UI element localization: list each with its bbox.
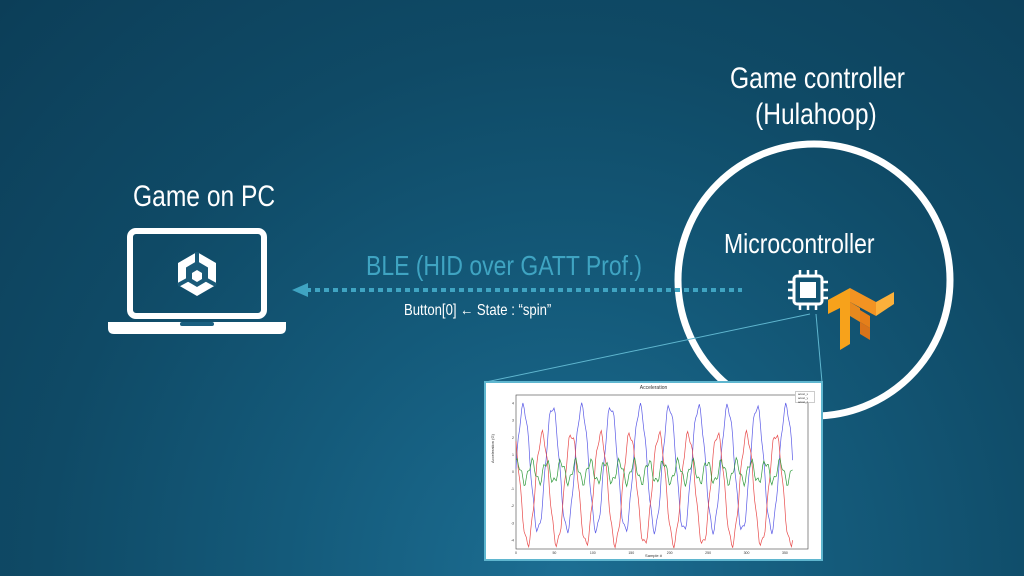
chart-frame bbox=[515, 394, 809, 550]
y-tick-label: -1 bbox=[511, 487, 514, 491]
x-tick-label: 100 bbox=[590, 551, 596, 555]
chart-title: Acceleration bbox=[639, 385, 668, 391]
legend-entry: accel_x bbox=[798, 392, 809, 396]
y-tick-label: -4 bbox=[511, 538, 514, 542]
series-line-accel_y bbox=[515, 428, 793, 549]
y-tick-label: 4 bbox=[512, 402, 514, 406]
x-tick-label: 0 bbox=[515, 551, 517, 555]
zoom-callout-lines bbox=[485, 313, 823, 383]
y-tick-label: 2 bbox=[512, 436, 514, 440]
series-line-accel_x bbox=[515, 402, 793, 535]
y-tick-label: 3 bbox=[512, 419, 514, 423]
y-tick-label: -3 bbox=[511, 521, 514, 525]
chip-icon bbox=[788, 270, 828, 310]
x-tick-label: 250 bbox=[705, 551, 711, 555]
y-tick-label: 1 bbox=[512, 453, 514, 457]
x-tick-label: 50 bbox=[552, 551, 556, 555]
x-tick-label: 200 bbox=[667, 551, 673, 555]
unity-logo-icon bbox=[177, 252, 217, 296]
microcontroller-label: Microcontroller bbox=[724, 228, 875, 259]
laptop-icon bbox=[108, 228, 286, 334]
acceleration-chart: Acceleration Acceleration (G) Sample # 0… bbox=[484, 381, 823, 561]
y-tick-label: -2 bbox=[511, 504, 514, 508]
y-tick-label: 0 bbox=[512, 470, 514, 474]
chart-x-label: Sample # bbox=[645, 553, 662, 558]
x-tick-label: 300 bbox=[744, 551, 750, 555]
ble-arrow bbox=[292, 283, 742, 297]
x-tick-label: 350 bbox=[782, 551, 788, 555]
legend-entry: accel_y bbox=[798, 396, 809, 400]
ble-protocol-label: BLE (HID over GATT Prof.) bbox=[366, 250, 643, 281]
x-tick-label: 150 bbox=[628, 551, 634, 555]
chart-plot-area: 0 50 100 150 200 250 300 350 4 3 2 1 0 -1 -2 -3 -4 bbox=[511, 394, 809, 555]
legend-entry: accel_z bbox=[798, 400, 809, 404]
chart-legend: accel_x accel_y accel_z bbox=[795, 391, 815, 404]
series-line-accel_z bbox=[515, 456, 793, 488]
tensorflow-logo-icon bbox=[828, 288, 894, 350]
controller-title: Game controller bbox=[730, 62, 906, 95]
pc-title: Game on PC bbox=[133, 180, 276, 213]
button-state-mapping: Button[0] ← State : “spin” bbox=[404, 302, 552, 319]
controller-subtitle: (Hulahoop) bbox=[755, 98, 877, 131]
